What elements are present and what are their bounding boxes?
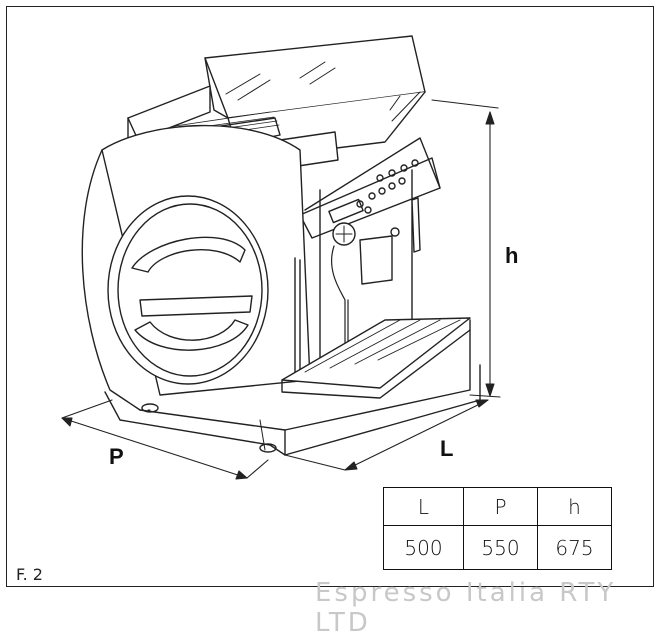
table-cell: 550 [463, 525, 538, 570]
height-label: h [505, 243, 519, 268]
table-header-cell: P [463, 487, 538, 526]
dimension-lines [61, 99, 501, 480]
width-label: L [440, 436, 454, 461]
table-cell: 675 [537, 525, 612, 570]
table-cell: 500 [383, 525, 464, 570]
front-cover [107, 195, 269, 385]
watermark-text: Espresso Italia RTY LTD [315, 578, 617, 638]
table-header-cell: h [537, 487, 612, 526]
table-header-cell: L [383, 487, 464, 526]
control-panel [299, 137, 441, 239]
figure-label: F. 2 [16, 565, 43, 584]
table-header-row: L P h [383, 487, 612, 526]
figure-frame [6, 6, 654, 587]
table-row: 500 550 675 [383, 525, 612, 570]
espresso-machine-drawing [61, 35, 501, 480]
depth-label: P [109, 444, 124, 469]
drip-tray [281, 317, 471, 399]
dimension-table: L P h 500 550 675 [383, 487, 612, 570]
